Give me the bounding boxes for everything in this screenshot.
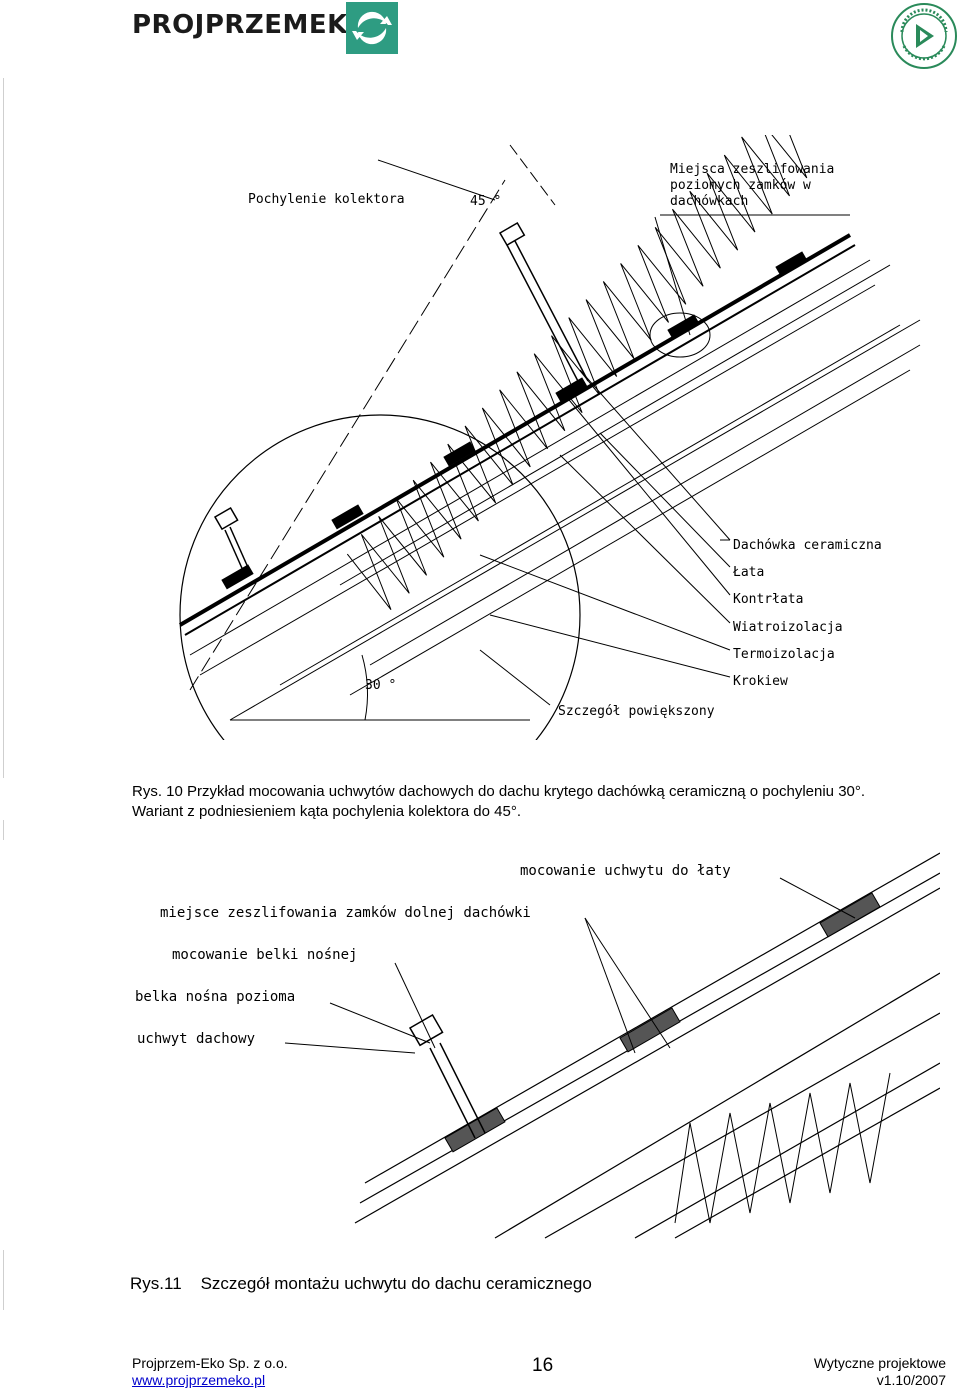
figure2-caption-text: Szczegół montażu uchwytu do dachu cerami…: [200, 1274, 592, 1293]
footer-company: Projprzem-Eko Sp. z o.o.: [132, 1355, 288, 1371]
page-number: 16: [532, 1355, 554, 1376]
label-miejsca-2: poziomych zamków w: [670, 178, 811, 193]
label-uchwyt: uchwyt dachowy: [137, 1031, 255, 1047]
figure-roof-section-drawing: Pochylenie kolektora 45 ° Miejsca zeszli…: [130, 135, 945, 740]
footer-right: Wytyczne projektowe v1.10/2007: [814, 1355, 946, 1389]
label-miejsce-zeszlifowania: miejsce zeszlifowania zamków dolnej dach…: [160, 905, 531, 921]
margin-rule: [3, 820, 4, 840]
figure1-caption-line2: Wariant z podniesieniem kąta pochylenia …: [132, 803, 521, 820]
margin-rule: [3, 1250, 4, 1310]
label-lata: Łata: [732, 565, 764, 580]
figure2-caption-number: Rys.11: [130, 1274, 182, 1293]
label-kontrlata: Kontrłata: [733, 592, 803, 607]
figure2-caption: Rys.11 Szczegół montażu uchwytu do dachu…: [130, 1274, 592, 1294]
label-termoizolacja: Termoizolacja: [733, 647, 835, 662]
company-logo-text: PROJPRZEMEKO: [132, 10, 370, 40]
label-wiatroizolacja: Wiatroizolacja: [733, 620, 843, 635]
figure1-caption-line1: Rys. 10 Przykład mocowania uchwytów dach…: [132, 783, 866, 800]
footer-left: Projprzem-Eko Sp. z o.o. www.projprzemek…: [132, 1355, 288, 1389]
label-miejsca-1: Miejsca zeszlifowania: [670, 162, 834, 177]
label-pochylenie: Pochylenie kolektora: [248, 192, 405, 207]
label-krokiew: Krokiew: [733, 674, 788, 689]
footer-website-link[interactable]: www.projprzemeko.pl: [132, 1372, 266, 1388]
company-logo-icon: [346, 2, 398, 54]
iso-certificate-seal: [891, 3, 957, 69]
footer-doc-title: Wytyczne projektowe: [813, 1355, 946, 1371]
figure-bracket-detail-drawing: mocowanie uchwytu do łaty miejsce zeszli…: [115, 843, 940, 1243]
label-mocowanie-belki: mocowanie belki nośnej: [172, 947, 357, 963]
label-dachowka: Dachówka ceramiczna: [733, 538, 882, 553]
margin-rule: [3, 78, 4, 778]
label-angle-45: 45 °: [470, 194, 501, 209]
label-mocowanie-uchwytu: mocowanie uchwytu do łaty: [520, 863, 731, 879]
label-belka: belka nośna pozioma: [135, 989, 295, 1005]
footer-version: v1.10/2007: [876, 1372, 946, 1388]
label-szczegol: Szczegół powiększony: [558, 704, 715, 719]
label-angle-30: 30 °: [365, 678, 396, 693]
label-miejsca-3: dachówkach: [670, 194, 748, 209]
